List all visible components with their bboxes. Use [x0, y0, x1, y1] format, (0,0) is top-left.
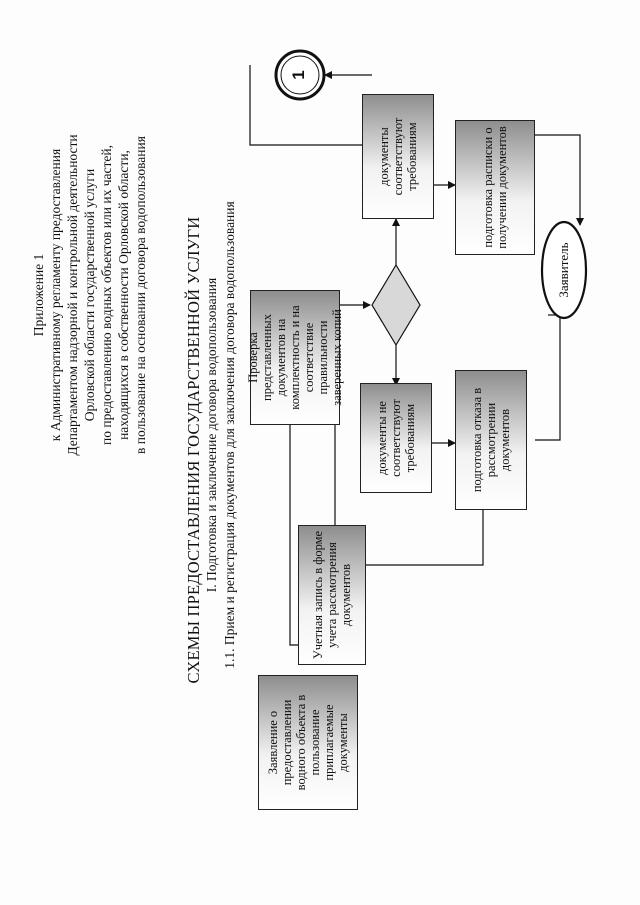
- connector-circle-inner: [280, 55, 320, 95]
- receipt-text: подготовка расписки о получении документ…: [481, 126, 509, 249]
- connector-number: 1: [289, 70, 308, 80]
- arrow-refusal-feedback: [339, 493, 484, 569]
- refusal-box: подготовка отказа в рассмотрении докумен…: [455, 370, 527, 510]
- application-text: Заявление о предоставлении водного объек…: [266, 694, 350, 791]
- not-match-text: документы не соответствуют требованиям: [375, 399, 417, 477]
- check-text: Проверка представленных документов на ко…: [246, 305, 344, 410]
- check-box: Проверка представленных документов на ко…: [246, 290, 344, 425]
- decision-diamond: [371, 263, 421, 347]
- registration-box: Учетная запись в форме учета рассмотрени…: [298, 525, 366, 665]
- match-text: документы соответствуют требованиям: [377, 117, 419, 196]
- not-match-box: документы не соответствуют требованиям: [360, 383, 432, 493]
- line-match-top: [249, 65, 372, 146]
- applicant-label: Заявитель: [556, 242, 571, 298]
- refusal-text: подготовка отказа в рассмотрении докумен…: [470, 387, 512, 493]
- receipt-box: подготовка расписки о получении документ…: [455, 120, 535, 255]
- application-box: Заявление о предоставлении водного объек…: [258, 675, 358, 810]
- connector-circle: [274, 49, 326, 101]
- registration-text: Учетная запись в форме учета рассмотрени…: [311, 530, 353, 660]
- match-box: документы соответствуют требованиям: [362, 94, 434, 219]
- applicant-oval: [540, 220, 588, 320]
- line-refusal-to-applicant: [535, 315, 561, 441]
- arrow-receipt-to-applicant: [535, 134, 584, 226]
